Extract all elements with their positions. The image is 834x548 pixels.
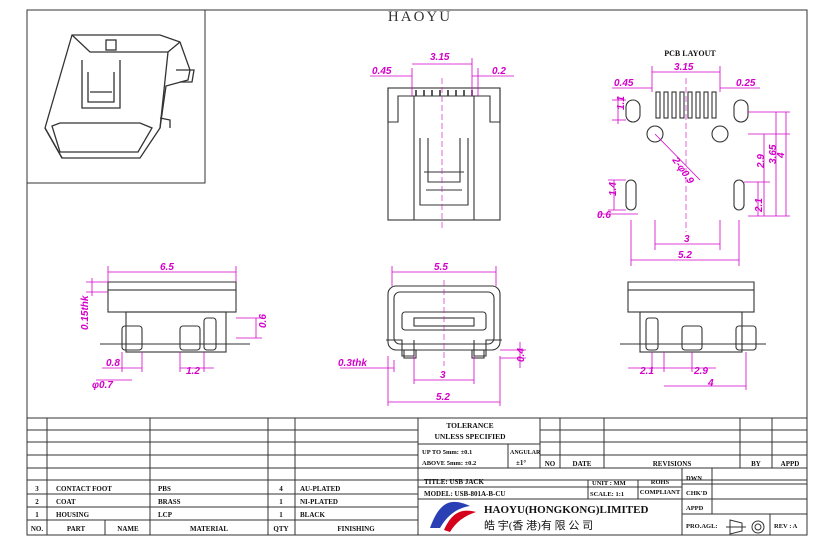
- appd-label: APPD: [686, 505, 704, 512]
- right-dim-d3: 4: [707, 378, 714, 389]
- bom-row: 3 CONTACT FOOT PBS 4 AU-PLATED: [35, 485, 340, 493]
- pcb-title: PCB LAYOUT: [664, 49, 716, 58]
- bom-row-finishing: BLACK: [300, 511, 325, 519]
- rohs-label: ROHS: [651, 479, 670, 486]
- brand-header: HAOYU: [388, 9, 452, 25]
- tolerance-above: ABOVE 5mm: ±0.2: [422, 460, 476, 467]
- pcb-dim-dia: 2-φ0.9: [669, 155, 696, 187]
- bom-header-no: NO.: [31, 525, 44, 533]
- pcb-dim-v1: 3.65: [768, 144, 779, 164]
- bom-row-no: 1: [35, 511, 39, 519]
- tolerance-unless: UNLESS SPECIFIED: [434, 432, 506, 441]
- left-dim-d2: φ0.7: [92, 380, 113, 391]
- left-dim-thk: 0.15thk: [80, 295, 91, 330]
- left-dim-d3: 1.2: [186, 366, 200, 377]
- bom-row-material: BRASS: [158, 498, 181, 506]
- proj-agl-label: PRO.AGL:: [686, 523, 718, 530]
- bom-row: 1 HOUSING LCP 1 BLACK: [35, 511, 325, 519]
- drawing-title: TITLE: USB JACK: [424, 478, 484, 486]
- bom-header-qty: QTY: [273, 525, 288, 533]
- rev-label: REV : A: [774, 523, 798, 530]
- rev-header-revisions: REVISIONS: [653, 460, 692, 468]
- rev-header-no: NO: [545, 460, 556, 468]
- tolerance-angular: ANGULAR: [510, 450, 541, 456]
- pcb-dim-v3: 2.9: [756, 154, 767, 169]
- pcb-layout: PCB LAYOUT: [597, 49, 790, 266]
- bom-row-qty: 1: [279, 498, 283, 506]
- front-dim-h: 0.4: [516, 348, 527, 362]
- bom-header-name: NAME: [117, 525, 139, 533]
- top-view: 0.45 3.15 0.2: [370, 52, 514, 230]
- left-dim-width: 6.5: [160, 262, 174, 273]
- bom-row-finishing: AU-PLATED: [300, 485, 340, 493]
- unit-label: UNIT : MM: [592, 480, 626, 487]
- pcb-dim-v6: 2.1: [754, 198, 765, 213]
- pcb-dim-v5: 0.6: [597, 210, 611, 221]
- right-dim-d1: 2.1: [639, 366, 654, 377]
- bom-header-material: MATERIAL: [190, 525, 228, 533]
- bom-row-no: 2: [35, 498, 39, 506]
- dwn-label: DWN: [686, 475, 702, 482]
- pcb-dim-b1: 3: [684, 234, 690, 245]
- pcb-dim-b2: 5.2: [678, 250, 692, 261]
- left-view: 6.5 0.15thk 0.6 0.8 φ0.7 1.2: [80, 262, 269, 391]
- bom-row-qty: 4: [279, 485, 283, 493]
- company-logo-icon: [430, 501, 476, 532]
- pcb-dim-h1: 1.1: [616, 96, 627, 110]
- bom-row-qty: 1: [279, 511, 283, 519]
- front-dim-width: 5.5: [434, 262, 448, 273]
- pcb-dim-width: 3.15: [674, 62, 694, 73]
- pcb-dim-left: 0.45: [614, 78, 634, 89]
- drawing-model: MODEL: USB-801A-B-CU: [424, 490, 505, 498]
- bom-row: 2 COAT BRASS 1 NI-PLATED: [35, 498, 338, 506]
- front-view: 5.5 0.3thk 3 5.2 0.4: [338, 262, 527, 406]
- chkd-label: CHK'D: [686, 490, 708, 497]
- left-dim-h: 0.6: [258, 314, 269, 328]
- bom-header-part: PART: [67, 525, 86, 533]
- sheet-border: [26, 9, 808, 536]
- top-dim-width: 3.15: [430, 52, 450, 63]
- front-dim-w2: 3: [440, 370, 446, 381]
- bom-row-material: PBS: [158, 485, 171, 493]
- bom-row-part: COAT: [56, 498, 76, 506]
- right-view: 2.1 2.9 4: [620, 281, 766, 390]
- left-dim-d1: 0.8: [106, 358, 120, 369]
- company-name-cn: 皓 宇(香 港)有 限 公 司: [484, 518, 593, 532]
- top-dim-right: 0.2: [492, 66, 506, 77]
- bom-row-no: 3: [35, 485, 39, 493]
- bom-header-finishing: FINISHING: [337, 525, 375, 533]
- tolerance-title: TOLERANCE: [446, 421, 493, 430]
- front-dim-w3: 5.2: [436, 392, 450, 403]
- rev-header-by: BY: [751, 460, 761, 468]
- bom-row-finishing: NI-PLATED: [300, 498, 338, 506]
- pcb-dim-v2: 4: [776, 152, 787, 159]
- pcb-dim-right: 0.25: [736, 78, 756, 89]
- title-block: [27, 417, 807, 535]
- rev-header-date: DATE: [573, 460, 592, 468]
- bom-row-material: LCP: [158, 511, 173, 519]
- tolerance-up-to: UP TO 5mm: ±0.1: [422, 449, 472, 456]
- iso-view: [26, 9, 206, 184]
- pcb-dim-v4: 1.4: [608, 182, 619, 196]
- scale-label: SCALE: 1:1: [590, 491, 624, 498]
- bom-row-part: CONTACT FOOT: [56, 485, 112, 493]
- front-dim-thk: 0.3thk: [338, 358, 367, 369]
- bom-row-part: HOUSING: [56, 511, 90, 519]
- right-dim-d2: 2.9: [693, 366, 708, 377]
- top-dim-left: 0.45: [372, 66, 392, 77]
- company-name-en: HAOYU(HONGKONG)LIMITED: [484, 504, 648, 516]
- compliant-label: COMPLIANT: [640, 489, 681, 496]
- rev-header-appd: APPD: [781, 460, 800, 468]
- tolerance-angular-value: ±1°: [516, 459, 526, 467]
- projection-symbol-icon: [726, 519, 765, 535]
